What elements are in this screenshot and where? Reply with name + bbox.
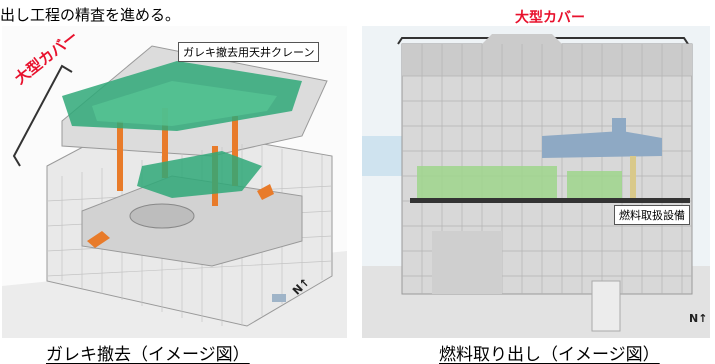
rubble-removal-illustration xyxy=(2,26,347,338)
rubble-removal-caption: ガレキ撤去（イメージ図） xyxy=(46,345,250,364)
fuel-removal-drawing xyxy=(362,26,710,338)
large-cover-label-right: 大型カバー xyxy=(515,10,585,26)
north-mark-right: N xyxy=(689,312,699,325)
fuel-handling-label: 燃料取扱設備 xyxy=(614,205,690,225)
fuel-removal-caption: 燃料取り出し（イメージ図） xyxy=(439,345,660,364)
rubble-crane-label: ガレキ撤去用天井クレーン xyxy=(178,42,320,62)
rubble-removal-drawing xyxy=(2,45,347,338)
intro-text: 出し工程の精査を進める。 xyxy=(0,6,181,24)
north-arrow-icon: N↑ xyxy=(689,312,708,325)
fuel-removal-illustration xyxy=(362,26,710,338)
